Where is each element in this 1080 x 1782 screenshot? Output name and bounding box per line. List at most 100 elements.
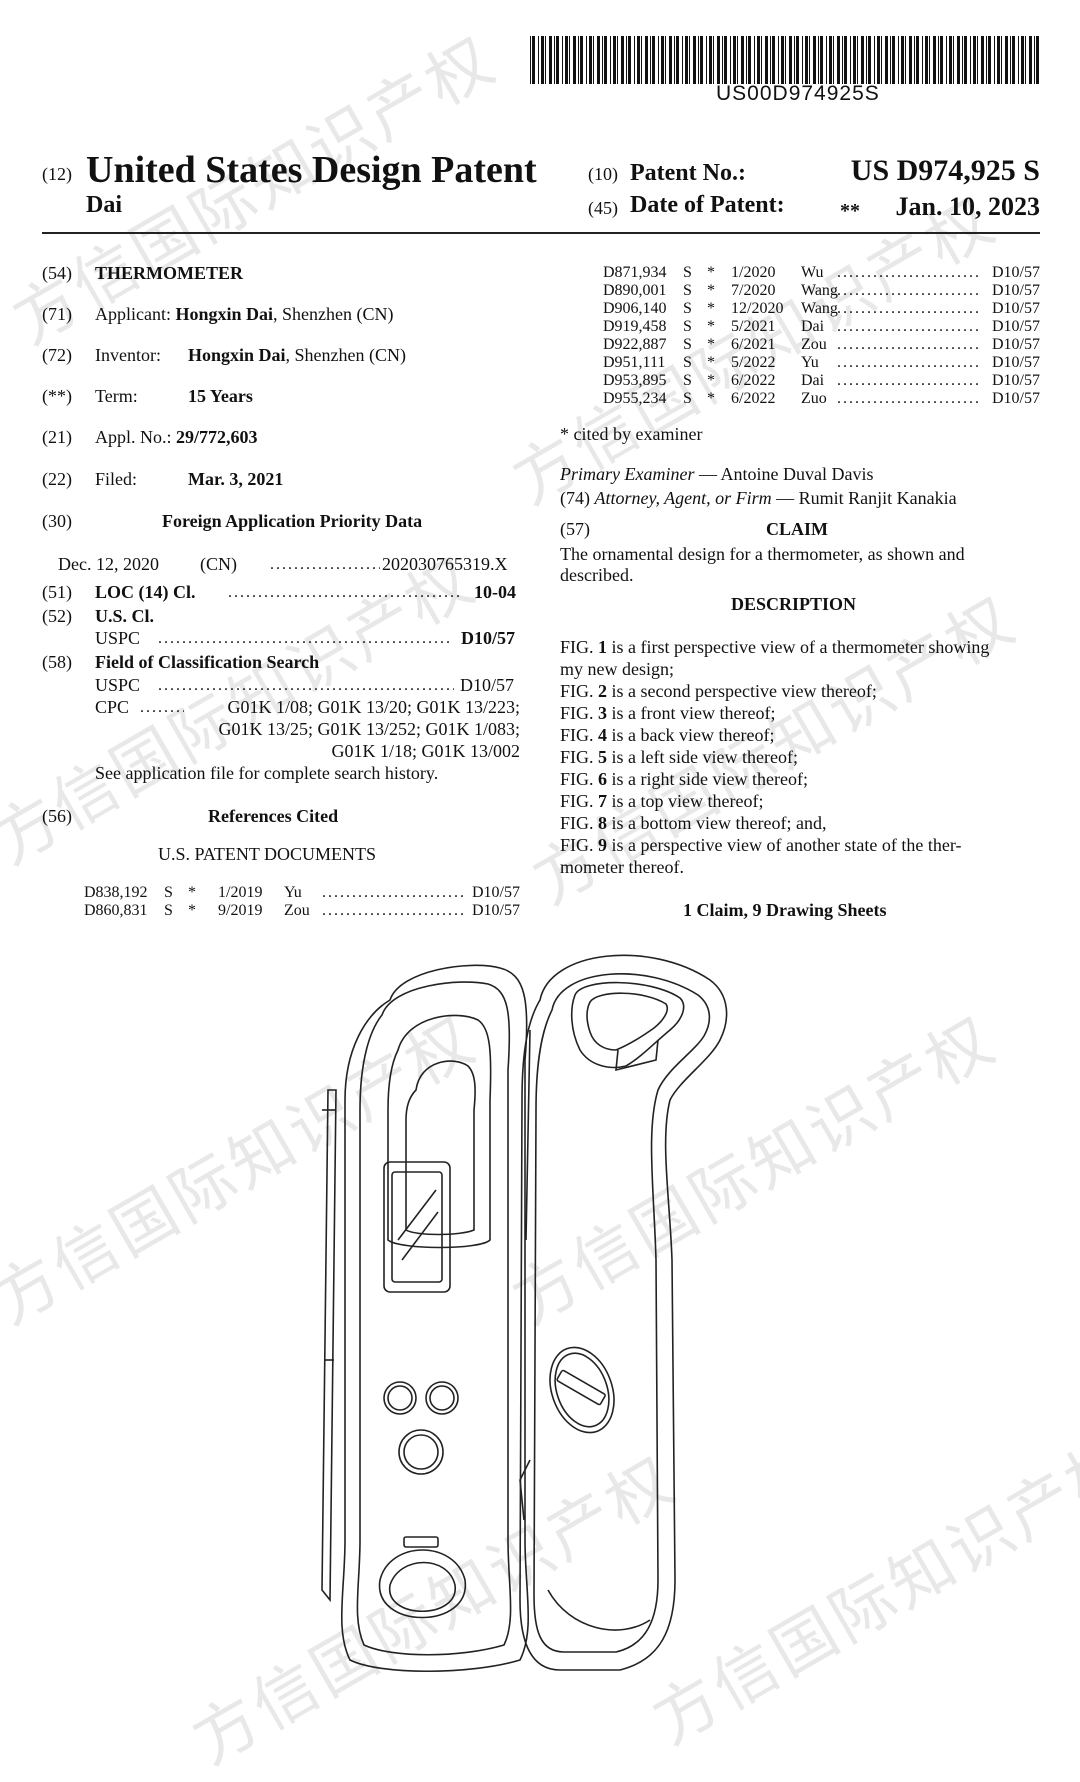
barcode-bar: [580, 36, 583, 84]
barcode-bar: [737, 36, 738, 84]
field-30: (30): [42, 511, 72, 531]
uspc-label: USPC: [95, 628, 141, 648]
term-label: Term:: [95, 386, 138, 406]
reference-kind: S: [683, 318, 692, 335]
barcode-bar: [689, 36, 690, 84]
dot-leader: ........................................…: [837, 282, 979, 299]
figure-number: 9: [598, 835, 608, 855]
barcode-bar: [962, 36, 963, 84]
barcode-bar: [922, 36, 923, 84]
date-label: Date of Patent:: [630, 192, 785, 218]
barcode-bar: [949, 36, 952, 84]
barcode-bar: [556, 36, 559, 84]
barcode-bar: [770, 36, 771, 84]
us-cl-label: U.S. Cl.: [95, 606, 155, 626]
barcode-bar: [881, 36, 882, 84]
barcode-bar: [613, 36, 616, 84]
claim-text-2: described.: [560, 565, 634, 585]
barcode-bar: [597, 36, 600, 84]
figure-number: 7: [598, 791, 608, 811]
dot-leader: ........................................…: [837, 300, 979, 317]
reference-number: D871,934: [603, 264, 667, 281]
reference-star: *: [707, 336, 715, 353]
code-12: (12): [42, 164, 72, 184]
thermometer-front-view: [321, 964, 530, 1673]
appl-no: Appl. No.: 29/772,603: [95, 427, 258, 447]
dot-leader: ..................................: [270, 556, 380, 573]
barcode-bar: [844, 36, 847, 84]
reference-class: D10/57: [992, 372, 1040, 389]
field-search-label: Field of Classification Search: [95, 652, 320, 672]
figure-description: mometer thereof.: [560, 857, 684, 878]
dot-leader: ........................................…: [837, 372, 979, 389]
barcode: [530, 36, 1039, 84]
barcode-text: US00D974925S: [716, 82, 880, 105]
dot-leader: ..................: [140, 699, 184, 716]
page-title: United States Design Patent: [86, 149, 537, 191]
reference-date: 5/2022: [731, 354, 776, 371]
field-57: (57): [560, 519, 590, 539]
figure-text: is a top view thereof;: [607, 791, 764, 811]
reference-class: D10/57: [992, 264, 1040, 281]
reference-date: 1/2019: [218, 884, 263, 901]
dot-leader: ........................................…: [837, 336, 979, 353]
barcode-bar: [730, 36, 731, 84]
figure-text: mometer thereof.: [560, 857, 684, 877]
field-72: (72): [42, 345, 72, 365]
field-51: (51): [42, 582, 72, 602]
barcode-bar: [781, 36, 784, 84]
barcode-bar: [829, 36, 832, 84]
barcode-bar: [785, 36, 786, 84]
barcode-bar: [964, 36, 967, 84]
barcode-bar: [933, 36, 936, 84]
reference-kind: S: [164, 902, 173, 919]
figure-text: is a second perspective view thereof;: [607, 681, 877, 701]
barcode-bar: [565, 36, 568, 84]
cpc-line-2: G01K 13/25; G01K 13/252; G01K 1/083;: [218, 719, 521, 739]
field-22: (22): [42, 469, 72, 489]
figure-description: FIG. 3 is a front view thereof;: [560, 703, 775, 724]
barcode-bar: [724, 36, 727, 84]
reference-date: 6/2022: [731, 372, 776, 389]
patent-date: Jan. 10, 2023: [895, 192, 1040, 221]
patent-drawing: [321, 954, 728, 1673]
barcode-bar: [669, 36, 672, 84]
reference-star: *: [707, 264, 715, 281]
barcode-bar: [700, 36, 703, 84]
barcode-bar: [650, 36, 651, 84]
thermometer-back-view: [519, 954, 728, 1671]
barcode-bar: [589, 36, 592, 84]
barcode-bar: [1018, 36, 1019, 84]
barcode-bar: [754, 36, 755, 84]
figure-description: my new design;: [560, 659, 674, 680]
reference-class: D10/57: [992, 390, 1040, 407]
figure-description: FIG. 9 is a perspective view of another …: [560, 835, 962, 856]
barcode-bar: [746, 36, 747, 84]
reference-kind: S: [683, 372, 692, 389]
barcode-bar: [842, 36, 843, 84]
barcode-bar: [741, 36, 744, 84]
inventor-surname: Dai: [86, 192, 122, 218]
barcode-bar: [909, 36, 912, 84]
barcode-bar: [748, 36, 751, 84]
reference-kind: S: [683, 354, 692, 371]
barcode-bar: [698, 36, 699, 84]
barcode-bar: [1005, 36, 1008, 84]
dot-leader: ........................................…: [837, 264, 979, 281]
barcode-bar: [765, 36, 768, 84]
probe-icon: [321, 1089, 337, 1603]
attorney: (74) Attorney, Agent, or Firm — Rumit Ra…: [560, 488, 957, 508]
barcode-bar: [693, 36, 696, 84]
us-patent-docs-title: U.S. PATENT DOCUMENTS: [158, 844, 377, 864]
figure-text: FIG.: [560, 681, 599, 701]
figure-text: FIG.: [560, 725, 599, 745]
figure-description: FIG. 2 is a second perspective view ther…: [560, 681, 877, 702]
reference-name: Wu: [801, 264, 824, 281]
barcode-bar: [905, 36, 906, 84]
figure-text: is a perspective view of another state o…: [607, 835, 962, 855]
barcode-bar: [541, 36, 544, 84]
title-thermometer: THERMOMETER: [95, 263, 244, 283]
barcode-bar: [837, 36, 840, 84]
field-52: (52): [42, 606, 72, 626]
